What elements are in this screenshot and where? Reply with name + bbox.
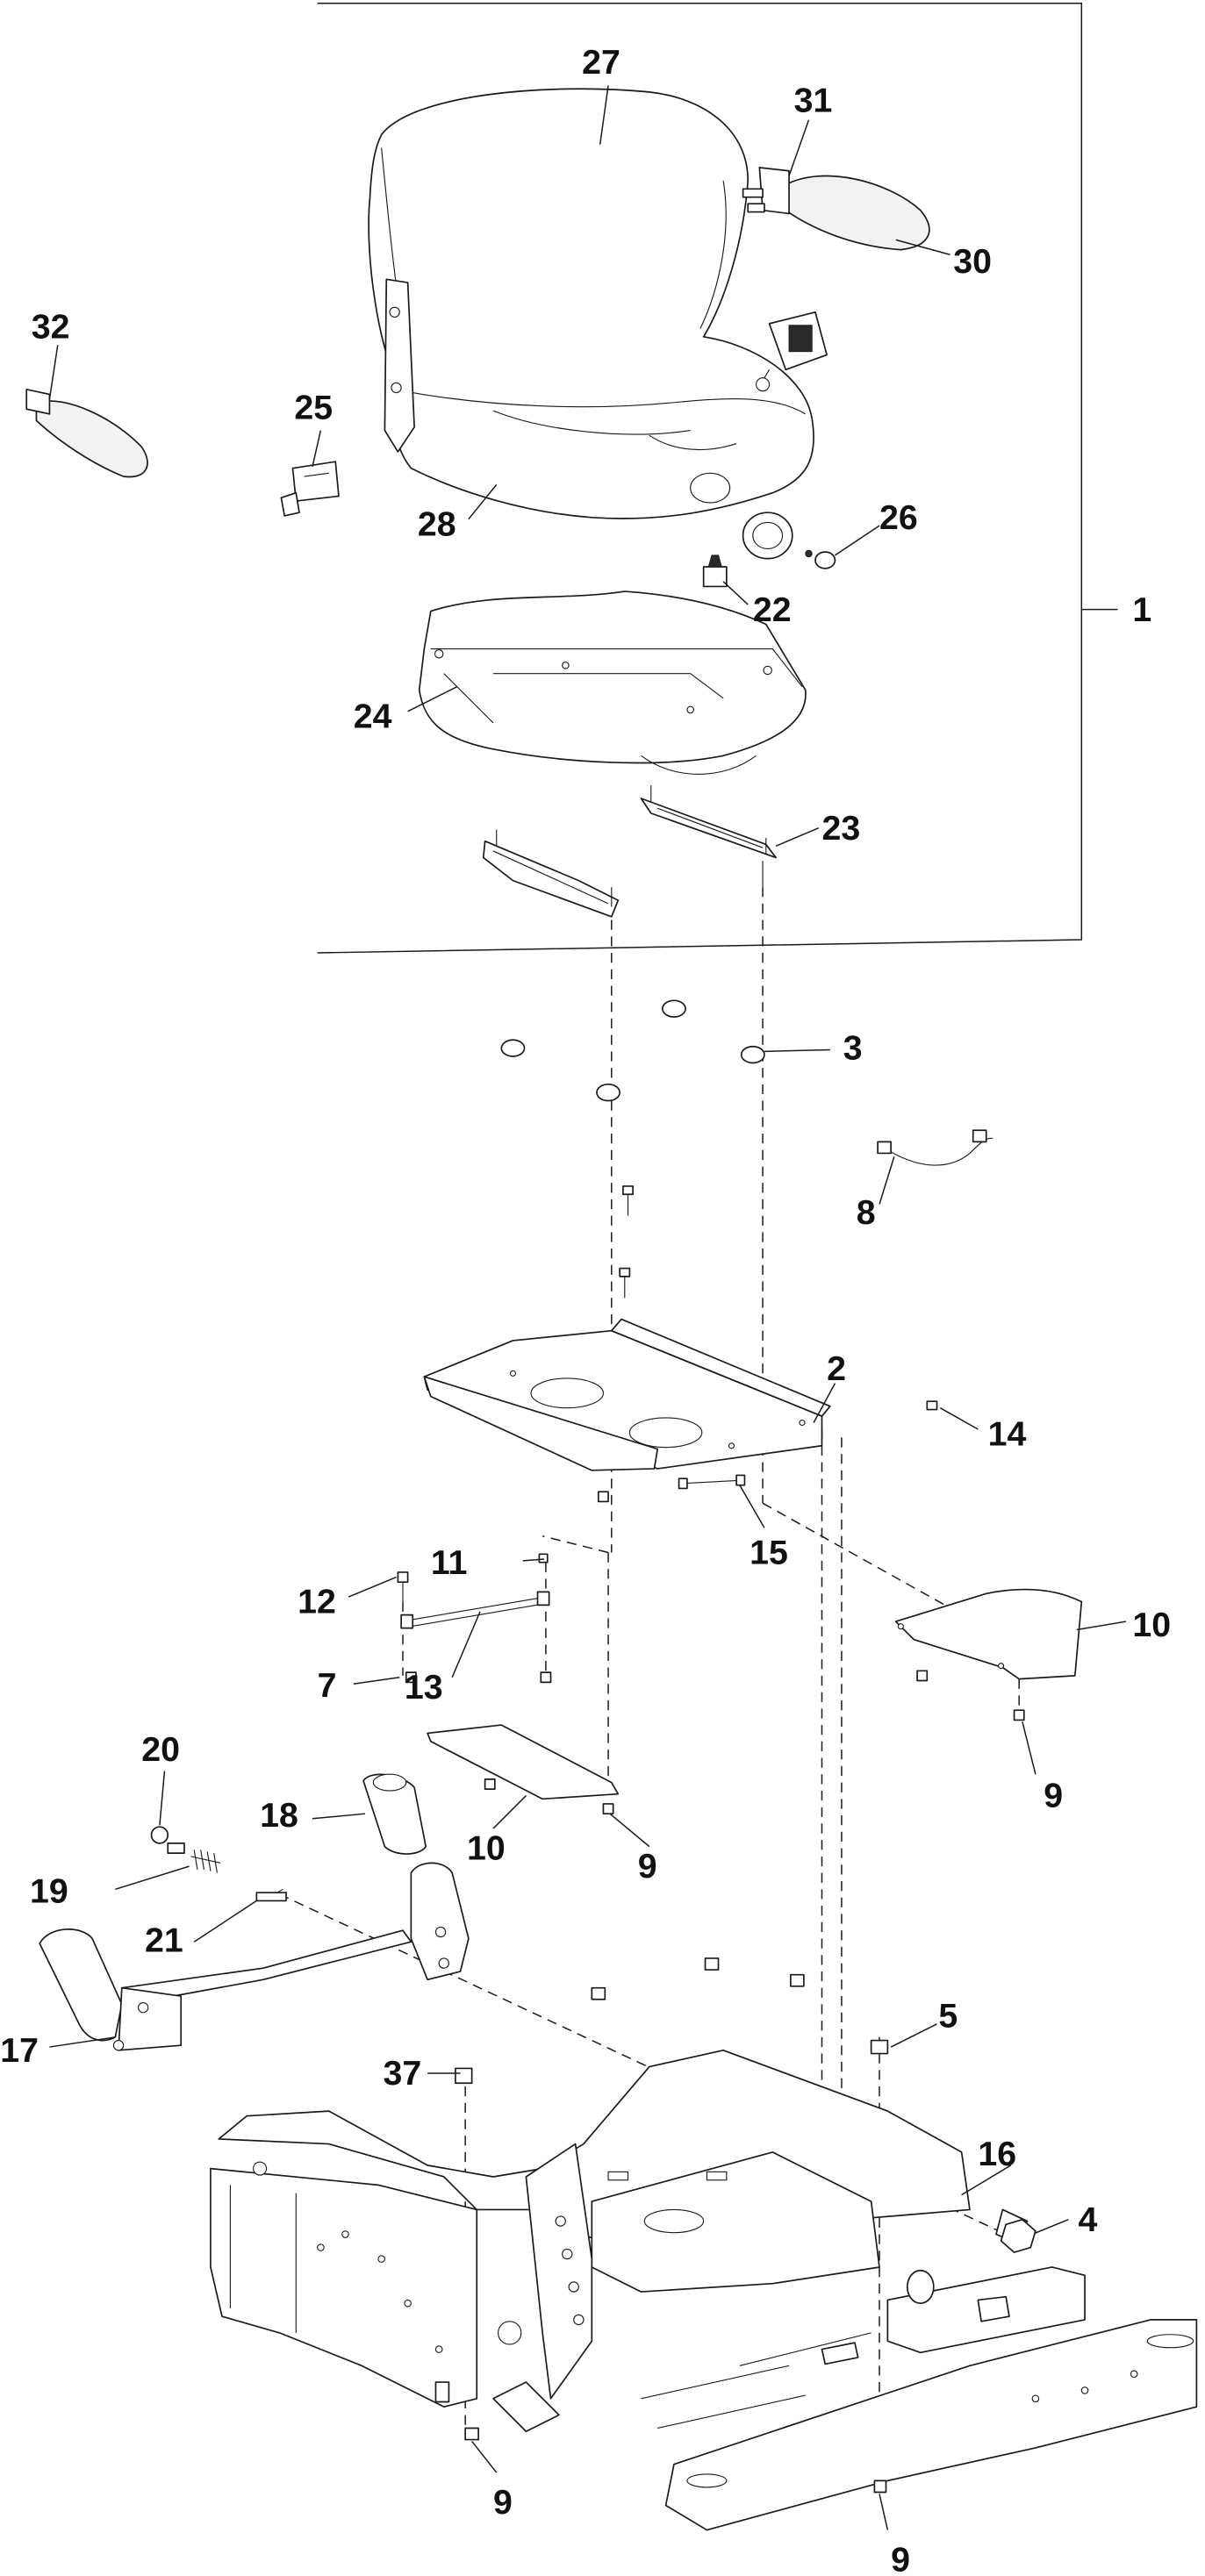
callout-label: 27 [582,43,620,82]
seat-belt-buckle-right [756,311,828,392]
spring-and-pin [150,1826,287,1902]
callout-label: 9 [891,2540,910,2576]
callout-label: 10 [467,1829,506,1868]
clip-14 [926,1400,938,1411]
callout-label: 19 [30,1871,68,1910]
frame-studs [455,1957,889,2085]
seat-mount-plate [423,1318,831,1471]
lever-grip [362,1773,427,1855]
callout-label: 10 [1132,1606,1171,1644]
callout-label: 14 [988,1415,1027,1454]
lift-lever [39,1862,470,2051]
callout-labels-secondary: 9 [441,2436,460,2475]
callout-label: 15 [750,1534,788,1572]
callout-label: 9 [493,2483,513,2522]
leader-lines [48,85,1126,2530]
shield-right [894,1588,1083,1721]
seat-assembly-outline [317,2,1118,954]
hex-nut [1000,2218,1036,2253]
callout-label: 7 [318,1666,337,1705]
callout-label: 32 [32,308,70,347]
callout-label: 37 [384,2054,422,2093]
shield-left [427,1724,620,1815]
callout-label: 20 [141,1730,180,1769]
callout-label: 5 [938,1997,958,2036]
callout-label: 22 [753,590,792,629]
callout-label: 28 [418,504,456,543]
callout-label: 9 [638,1847,657,1885]
armrest-left [25,388,148,478]
callout-label: 30 [953,242,992,281]
callout-label: 13 [405,1668,443,1707]
seat-switch [702,555,728,588]
callout-label: 4 [1079,2200,1098,2239]
callout-label: 31 [794,81,833,119]
seat-slide-rail-right [640,785,777,888]
armrest-right [742,167,930,251]
callout-label: 24 [354,697,392,735]
callout-label: 1 [1132,590,1151,629]
callout-label: 21 [145,1921,183,1959]
seat-slide-rail-left [482,829,620,918]
callout-label: 8 [857,1193,876,1232]
isolator-mounts [500,999,765,1102]
chassis-frame [210,2049,1198,2531]
callout-labels: 1 2 3 4 5 7 8 9 9 9 9 9 10 10 11 12 13 1… [0,43,1171,2576]
pivot-rod [678,1474,746,1490]
seat-belt-latch-left [280,461,340,517]
callout-label: 9 [1044,1777,1063,1815]
adjustment-knob [742,512,836,569]
callout-label: 18 [260,1796,298,1835]
nut-under-plate [597,1491,609,1503]
callout-label: 23 [821,809,860,848]
wire-harness [877,1129,993,1166]
callout-label: 11 [431,1543,468,1582]
callout-label: 25 [294,388,333,426]
mounting-bolts [619,1185,634,1299]
seat-cushion-backrest [368,88,814,519]
callout-label: 3 [843,1029,863,1068]
rod-assembly [397,1553,552,1684]
callout-label: 17 [0,2031,39,2070]
seat-pan [418,590,807,775]
callout-label: 16 [978,2135,1016,2173]
callout-label: 2 [827,1349,846,1388]
callout-label: 26 [879,498,918,537]
callout-label: 12 [298,1583,336,1621]
